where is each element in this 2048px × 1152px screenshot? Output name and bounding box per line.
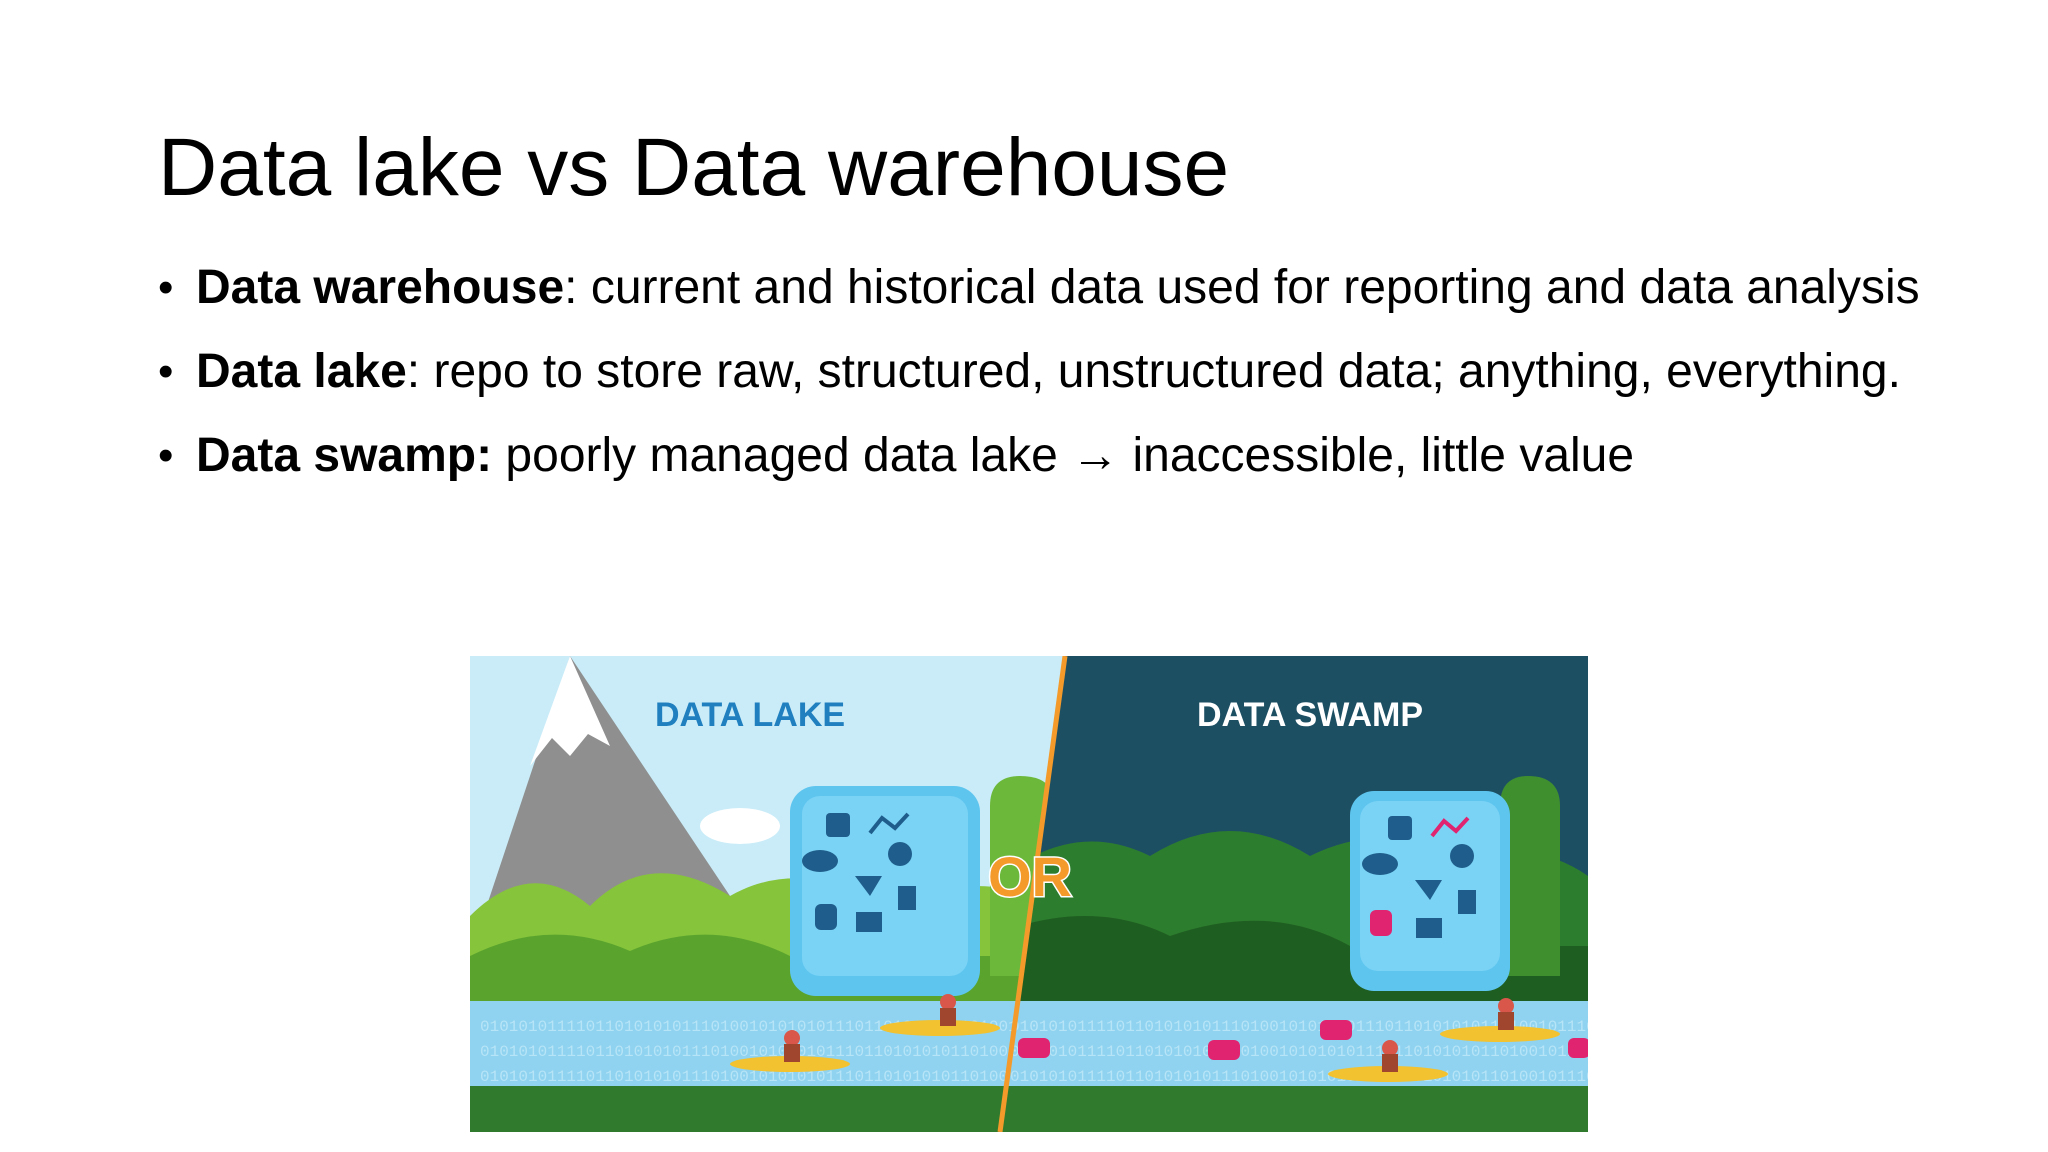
tablet-icons-swamp [1362, 816, 1476, 938]
barrel [1018, 1038, 1050, 1058]
bullet-data-swamp: • Data swamp: poorly managed data lake →… [158, 426, 1958, 486]
binary-text: 0101010111101101010101110100101010101110… [480, 1043, 1095, 1061]
data-lake-label: DATA LAKE [655, 696, 845, 734]
bullet-term: Data lake [196, 345, 407, 398]
barrel [1208, 1040, 1240, 1060]
bullet-list: • Data warehouse: current and historical… [158, 258, 1958, 510]
facebook-icon [826, 813, 850, 837]
document-icon [898, 886, 916, 910]
bullet-text: current and historical data used for rep… [577, 261, 1920, 314]
twitter-icon [855, 876, 882, 896]
binary-text: 0101010111101101010101110100101010101110… [1010, 1068, 1588, 1086]
bullet-marker: • [158, 431, 174, 480]
kayak-person [880, 994, 1000, 1036]
network-icon [1430, 816, 1470, 838]
or-label: OR [988, 845, 1072, 908]
divider-line [997, 656, 1068, 1132]
data-swamp-scene: 0101010111101101010101110100101010101110… [1000, 656, 1588, 1132]
gear-icon [888, 842, 912, 866]
kayak-person [1440, 998, 1560, 1042]
tablet-icons-lake [802, 812, 916, 932]
gear-icon [1450, 844, 1474, 868]
network-icon [868, 812, 910, 835]
twitter-icon [1415, 880, 1442, 900]
database-icon [1370, 910, 1392, 936]
bullet-term: Data swamp: [196, 429, 493, 482]
bullet-separator: : [406, 345, 421, 398]
bullet-text: repo to store raw, structured, unstructu… [420, 345, 1901, 398]
data-lake-vs-swamp-illustration: 0101010111101101010101110100101010101110… [470, 656, 1588, 1132]
kayak-person [730, 1030, 850, 1072]
lake-water [470, 1001, 1065, 1101]
barrel [1568, 1038, 1588, 1058]
bullet-separator: : [564, 261, 578, 314]
bullet-data-warehouse: • Data warehouse: current and historical… [158, 258, 1958, 318]
cloud-icon [802, 850, 838, 872]
data-lake-scene: 0101010111101101010101110100101010101110… [470, 656, 1095, 1132]
bank-icon [1416, 918, 1442, 938]
bullet-marker: • [158, 263, 174, 312]
bullet-term: Data warehouse [196, 261, 565, 314]
barrel [1320, 1020, 1352, 1040]
bullet-marker: • [158, 347, 174, 396]
data-swamp-label: DATA SWAMP [1197, 696, 1423, 734]
bank-icon [856, 912, 882, 932]
database-icon [815, 904, 837, 930]
binary-text: 0101010111101101010101110100101010101110… [480, 1068, 1095, 1086]
facebook-icon [1388, 816, 1412, 840]
swamp-water [1000, 1001, 1588, 1101]
binary-text: 0101010111101101010101110100101010101110… [1010, 1043, 1588, 1061]
bullet-text: poorly managed data lake → inaccessible,… [492, 429, 1635, 482]
kayak-person [1328, 1040, 1448, 1082]
slide-title: Data lake vs Data warehouse [158, 122, 1230, 213]
snow-cap [530, 656, 610, 766]
bullet-data-lake: • Data lake: repo to store raw, structur… [158, 342, 1958, 402]
document-icon [1458, 890, 1476, 914]
cloud-icon [1362, 853, 1398, 875]
